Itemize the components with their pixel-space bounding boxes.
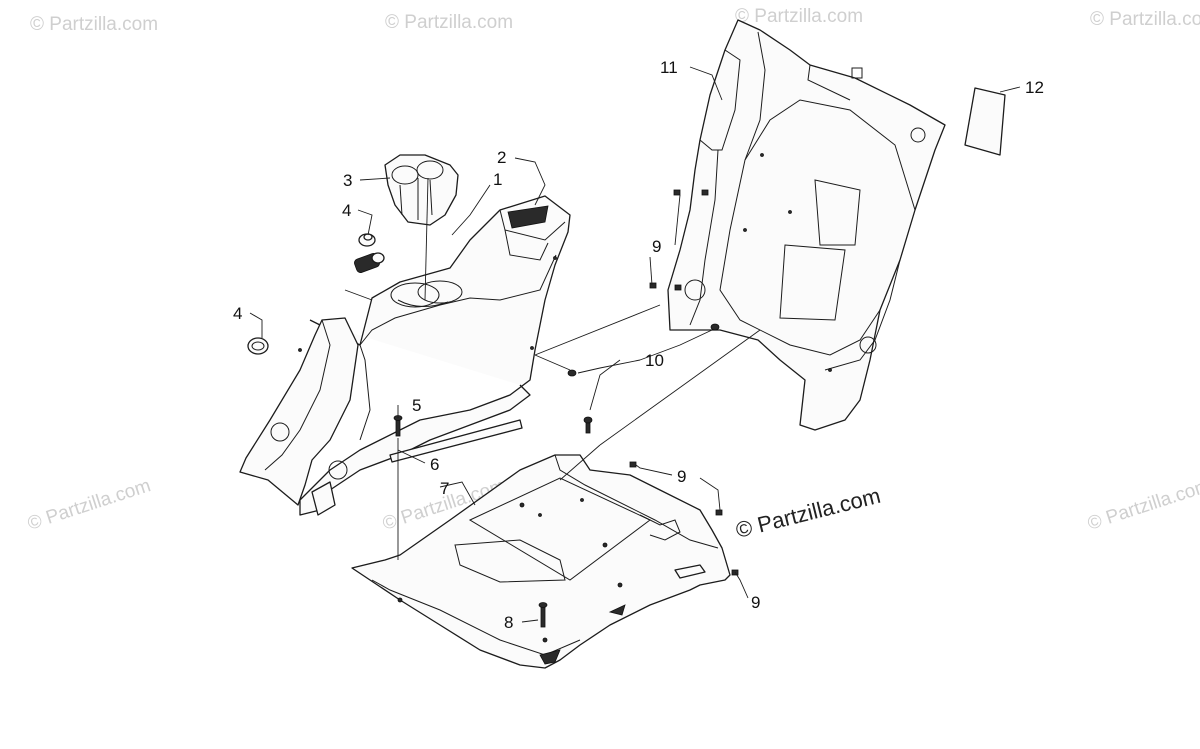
callout-12: 12 (1025, 78, 1044, 97)
rear-panel-part (667, 19, 946, 431)
callout-11: 11 (660, 58, 678, 77)
callout-10: 10 (645, 351, 664, 370)
screw-part-8 (538, 602, 548, 628)
watermark-left: © Partzilla.com (25, 475, 153, 535)
decal-part (964, 87, 1006, 156)
callout-7: 7 (440, 479, 449, 498)
left-side-panel-part (239, 317, 359, 506)
watermark-main: © Partzilla.com (733, 483, 883, 543)
callout-8: 8 (504, 613, 513, 632)
watermark-top-right: © Partzilla.com (735, 6, 863, 27)
cup-holder-part (384, 154, 459, 226)
watermark-right: © Partzilla.com (1085, 475, 1200, 535)
callout-4-upper: 4 (342, 201, 351, 220)
callout-2: 2 (497, 148, 506, 167)
rail-part (389, 419, 523, 463)
callout-5: 5 (412, 396, 421, 415)
callout-labels: 1 2 3 4 4 5 6 7 8 9 9 9 10 11 12 (233, 58, 1044, 632)
callout-1: 1 (493, 170, 502, 189)
leader-lines (249, 66, 1021, 623)
watermark-top-left: © Partzilla.com (30, 14, 158, 35)
callout-9-middle: 9 (677, 467, 686, 486)
callout-9-upper: 9 (652, 237, 661, 256)
callout-4-lower: 4 (233, 304, 242, 323)
watermark-layer: © Partzilla.com © Partzilla.com © Partzi… (25, 6, 1200, 535)
watermark-top-far-right: © Partzilla.com (1090, 9, 1200, 30)
bezel-nut-part (247, 337, 269, 355)
accessory-outlet-part (354, 233, 385, 273)
console-cupholder-opening (390, 280, 463, 308)
floor-panel-part (351, 454, 731, 669)
screw-part-10 (567, 323, 720, 434)
callout-3: 3 (343, 171, 352, 190)
callout-9-lower: 9 (751, 593, 760, 612)
watermark-top-center: © Partzilla.com (385, 12, 513, 33)
callout-6: 6 (430, 455, 439, 474)
